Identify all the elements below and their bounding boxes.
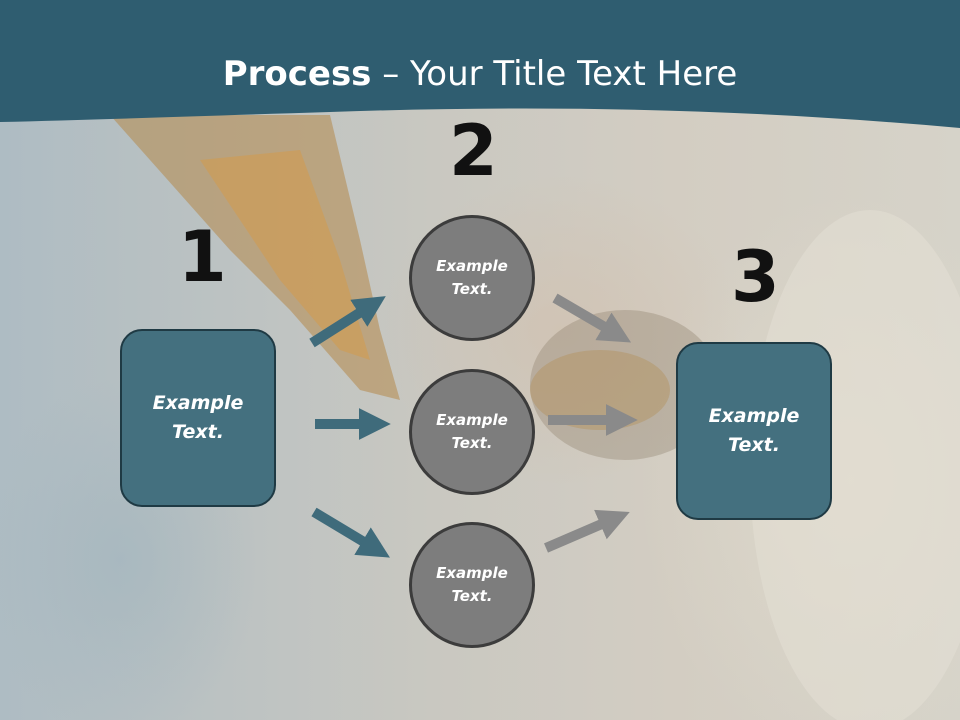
slide-title: Process – Your Title Text Here <box>0 52 960 96</box>
step-3-box: Example Text. <box>676 342 832 520</box>
title-rest: – Your Title Text Here <box>371 54 738 94</box>
circle-bottom-label: Example Text. <box>436 564 508 605</box>
arrow-1-to-top <box>309 296 386 348</box>
step-1-box: Example Text. <box>120 329 276 507</box>
circle-middle-label: Example Text. <box>436 411 508 452</box>
step-2-circle-top: Example Text. <box>409 215 535 341</box>
arrow-bottom-to-3 <box>544 509 630 553</box>
step-2-circle-middle: Example Text. <box>409 369 535 495</box>
arrow-top-to-3 <box>552 293 632 343</box>
step-number-2: 2 <box>449 110 498 192</box>
title-bold: Process <box>222 54 372 94</box>
step-1-label: Example Text. <box>152 392 244 443</box>
step-number-1: 1 <box>178 216 227 298</box>
step-3-label: Example Text. <box>708 405 800 456</box>
circle-top-label: Example Text. <box>436 257 508 298</box>
step-2-circle-bottom: Example Text. <box>409 522 535 648</box>
title-banner <box>0 0 960 128</box>
arrow-1-to-bottom <box>311 507 390 558</box>
step-number-3: 3 <box>731 236 780 318</box>
